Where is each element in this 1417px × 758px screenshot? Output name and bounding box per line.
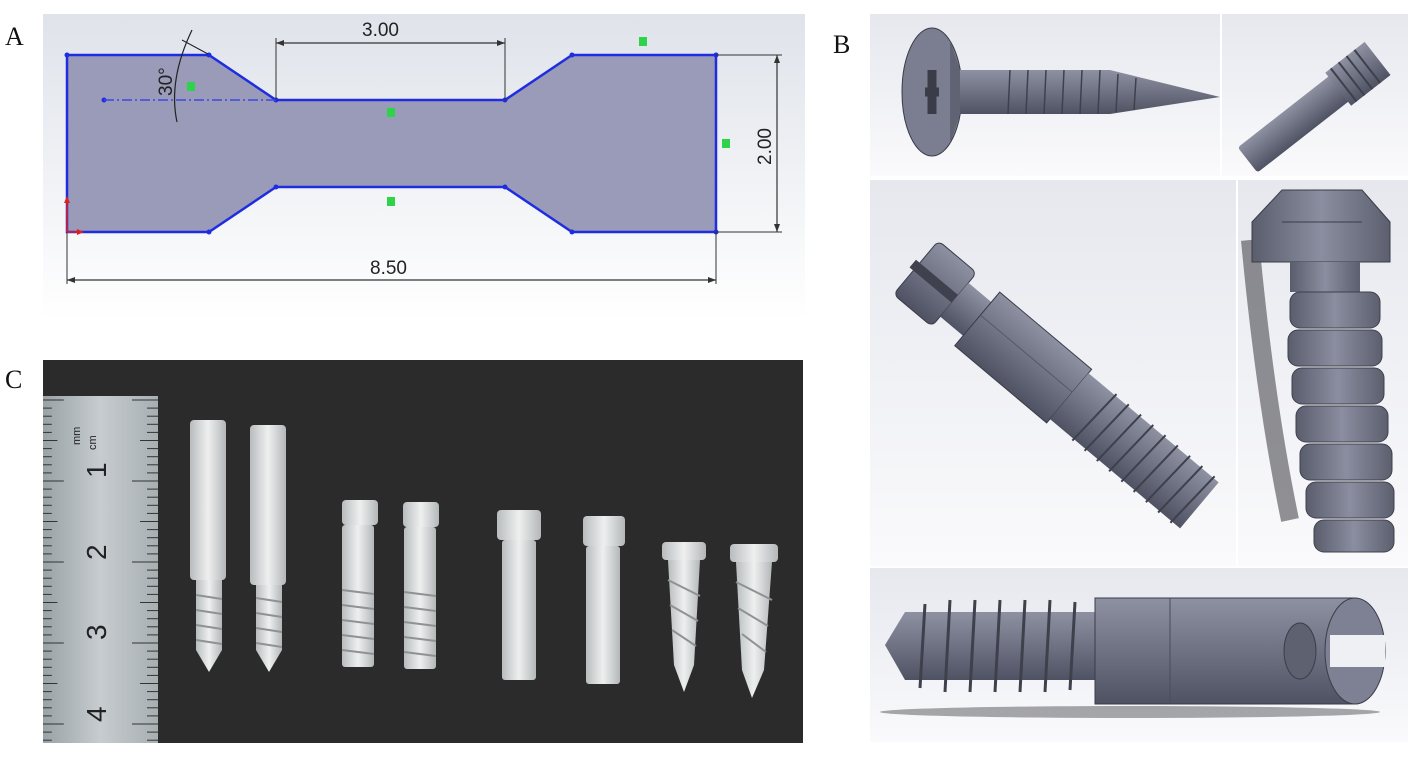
height-dimension: 2.00 (755, 128, 776, 165)
dogbone-sketch: 30° 3.00 8.50 2.00 (43, 14, 805, 320)
render-threaded-pin (1222, 14, 1408, 176)
ruler-number-4: 4 (81, 706, 112, 722)
angle-dimension: 30° (156, 67, 177, 96)
ruler: cm mm 1 2 3 4 (43, 396, 158, 743)
render-hex-bolt (1238, 180, 1408, 566)
screw-pin-1 (497, 510, 541, 680)
render-slotted-sleeve-screw (870, 568, 1408, 742)
panel-b-cad-renders (870, 14, 1408, 742)
total-length-dimension: 8.50 (370, 258, 407, 279)
screw-mid-1 (342, 500, 378, 667)
neck-length-dimension: 3.00 (362, 20, 399, 41)
render-phillips-screw (870, 14, 1220, 176)
screw-pin-2 (583, 516, 625, 684)
panel-a-sketch: 30° 3.00 8.50 2.00 (43, 14, 805, 320)
render-slotted-shaft-screw (870, 180, 1236, 566)
panel-c-photo: cm mm 1 2 3 4 (43, 360, 803, 743)
panel-label-b: B (833, 30, 851, 59)
screw-mid-2 (403, 502, 439, 669)
ruler-unit-cm: cm (87, 435, 99, 450)
ruler-number-1: 1 (81, 462, 112, 478)
screw-long-2 (250, 425, 286, 672)
ruler-unit-mm: mm (71, 427, 83, 445)
ruler-number-3: 3 (81, 624, 112, 640)
ruler-number-2: 2 (81, 544, 112, 560)
screw-long-1 (190, 420, 226, 672)
constraint-markers (187, 37, 730, 206)
panel-label-c: C (5, 365, 23, 394)
panel-label-a: A (5, 22, 24, 51)
printed-screws (190, 420, 778, 698)
